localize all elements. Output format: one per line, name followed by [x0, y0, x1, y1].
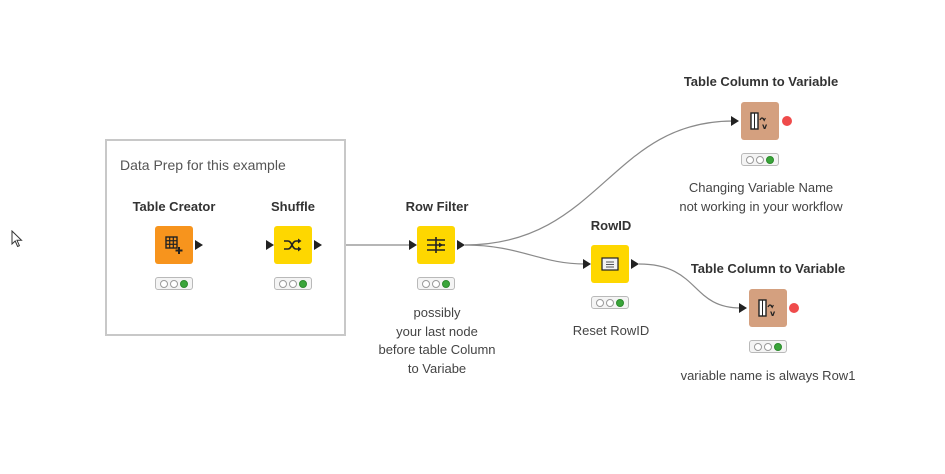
status-light-red [754, 342, 762, 351]
node-caption-row-filter[interactable]: possibly your last node before table Col… [378, 304, 495, 378]
status-light-green [299, 279, 307, 288]
node-table-column-to-variable-bottom[interactable]: v [749, 289, 787, 327]
node-title-tcv-bottom[interactable]: Table Column to Variable [690, 261, 846, 276]
status-light-yellow [289, 279, 297, 288]
output-port[interactable] [195, 240, 203, 250]
caption-line: to Variabe [407, 360, 467, 376]
node-rowid[interactable] [591, 245, 629, 283]
status-light-green [442, 279, 450, 288]
status-light-red [160, 279, 168, 288]
caption-line: Reset RowID [572, 323, 650, 338]
table-to-variable-icon: v [757, 298, 779, 318]
caption-line: possibly [413, 305, 461, 320]
node-title-row-filter[interactable]: Row Filter [405, 199, 469, 214]
table-creator-icon [164, 235, 184, 255]
node-title-tcv-top[interactable]: Table Column to Variable [683, 74, 839, 89]
caption-line: your last node [396, 323, 478, 339]
status-light-green [180, 279, 188, 288]
workflow-annotation[interactable]: Data Prep for this example [105, 139, 346, 336]
svg-text:v: v [770, 309, 776, 318]
node-status-rowid [591, 296, 629, 309]
status-light-green [766, 155, 774, 164]
caption-line: variable name is always Row1 [680, 368, 856, 383]
node-status-tcv-top [741, 153, 779, 166]
status-light-red [746, 155, 754, 164]
status-light-yellow [756, 155, 764, 164]
node-title-table-creator[interactable]: Table Creator [132, 199, 216, 214]
node-status-tcv-bottom [749, 340, 787, 353]
output-port[interactable] [457, 240, 465, 250]
connection-rowfilter-rowid[interactable] [464, 244, 586, 265]
node-shuffle[interactable] [274, 226, 312, 264]
status-light-yellow [764, 342, 772, 351]
node-table-creator[interactable] [155, 226, 193, 264]
flow-variable-port[interactable] [782, 116, 792, 126]
flow-variable-port[interactable] [789, 303, 799, 313]
input-port[interactable] [409, 240, 417, 250]
node-table-column-to-variable-top[interactable]: v [741, 102, 779, 140]
status-light-red [279, 279, 287, 288]
shuffle-icon [283, 237, 303, 253]
svg-text:v: v [762, 122, 768, 131]
status-light-yellow [432, 279, 440, 288]
status-light-red [596, 298, 604, 307]
input-port[interactable] [731, 116, 739, 126]
caption-line: before table Column [378, 342, 496, 357]
status-light-red [422, 279, 430, 288]
rowid-icon [600, 256, 620, 272]
node-row-filter[interactable] [417, 226, 455, 264]
status-light-yellow [606, 298, 614, 307]
node-caption-tcv-bottom[interactable]: variable name is always Row1 [681, 367, 856, 386]
output-port[interactable] [631, 259, 639, 269]
caption-line: not working in your workflow [679, 198, 843, 214]
input-port[interactable] [739, 303, 747, 313]
node-status-table-creator [155, 277, 193, 290]
node-caption-rowid[interactable]: Reset RowID [573, 322, 650, 341]
table-to-variable-icon: v [749, 111, 771, 131]
input-port[interactable] [266, 240, 274, 250]
node-title-rowid[interactable]: RowID [590, 218, 632, 233]
node-caption-tcv-top[interactable]: Changing Variable Name not working in yo… [679, 179, 842, 216]
annotation-text: Data Prep for this example [120, 157, 286, 173]
status-light-green [774, 342, 782, 351]
input-port[interactable] [583, 259, 591, 269]
node-status-row-filter [417, 277, 455, 290]
node-status-shuffle [274, 277, 312, 290]
output-port[interactable] [314, 240, 322, 250]
row-filter-icon [425, 236, 447, 254]
node-title-shuffle[interactable]: Shuffle [270, 199, 316, 214]
mouse-cursor-icon [11, 229, 23, 253]
status-light-green [616, 298, 624, 307]
caption-line: Changing Variable Name [688, 180, 834, 195]
status-light-yellow [170, 279, 178, 288]
